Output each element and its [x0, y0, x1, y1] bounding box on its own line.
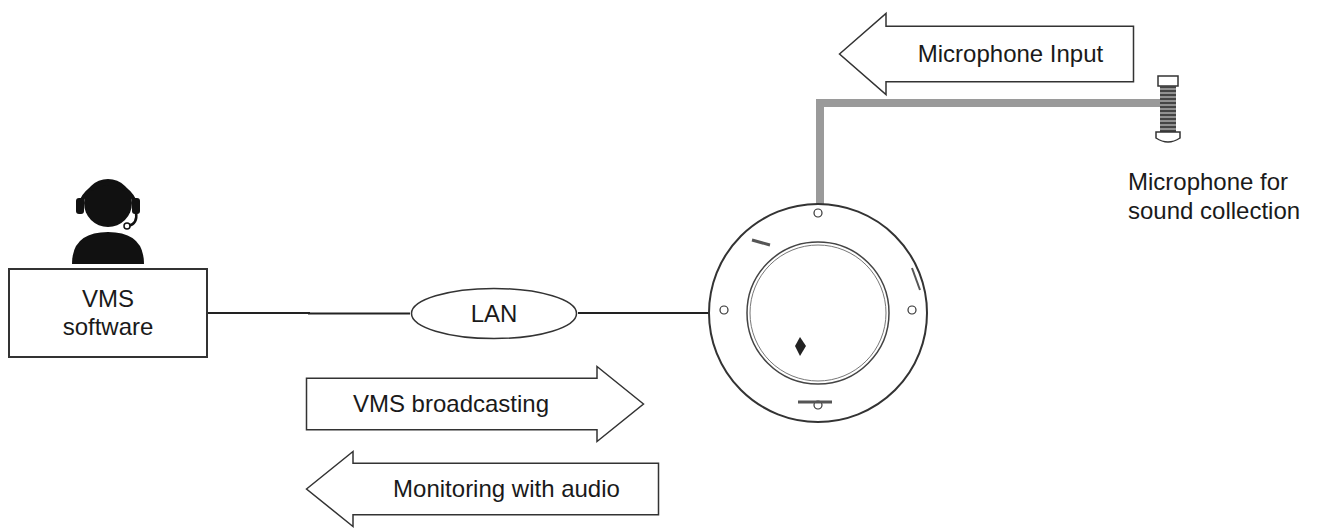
broadcast-arrow: VMS broadcasting	[305, 365, 645, 443]
network-ellipse: LAN	[410, 287, 578, 340]
microphone-cable	[820, 96, 1168, 205]
operator-icon	[72, 179, 144, 264]
node-text: Monitoring with audio	[393, 475, 620, 503]
network-cable	[578, 312, 709, 314]
node-text: VMS software	[43, 285, 173, 341]
node-text: LAN	[471, 300, 518, 328]
input-arrow: Microphone Input	[838, 12, 1135, 96]
network-line	[208, 313, 410, 315]
node-text: Microphone Input	[918, 40, 1103, 68]
part-label: Microphone for sound collection	[1128, 167, 1340, 225]
node-text: VMS broadcasting	[353, 390, 549, 418]
software-box: VMS software	[8, 268, 208, 358]
monitoring-arrow: Monitoring with audio	[305, 450, 660, 528]
microphone-symbol	[1156, 76, 1180, 142]
speaker-device	[709, 204, 927, 422]
